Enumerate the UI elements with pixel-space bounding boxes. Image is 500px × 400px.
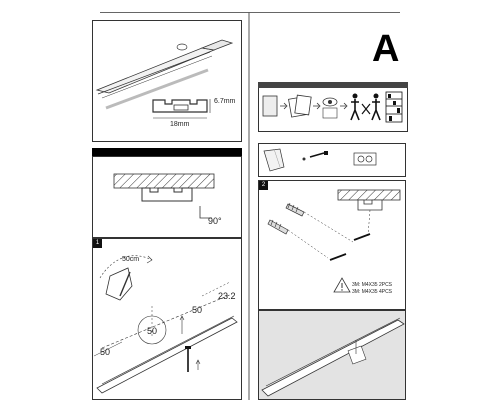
profile-cross-section xyxy=(152,99,211,119)
mounting-header-bar xyxy=(92,148,242,156)
top-border xyxy=(100,12,400,13)
dim-50-left-label: 50 xyxy=(100,347,111,357)
ceiling-cross-section xyxy=(113,173,215,219)
step1-illustration xyxy=(93,255,238,394)
kit-panel xyxy=(258,143,406,177)
step2-illustration xyxy=(267,189,401,293)
angle-label: 90° xyxy=(208,216,222,226)
step2-panel xyxy=(258,180,406,310)
section-letter: A xyxy=(372,28,400,70)
step2-badge: 2 xyxy=(259,181,268,190)
dim-top-label: 23.2 xyxy=(218,291,236,301)
profile-panel xyxy=(92,20,242,142)
step1-badge: 1 xyxy=(93,239,102,248)
spacing-label: 50cm xyxy=(122,256,140,263)
ceiling-section-panel xyxy=(92,156,242,238)
dim-50-right-label: 50 xyxy=(192,305,203,315)
instructions-strip-topbar xyxy=(258,82,408,88)
profile-width-label: 18mm xyxy=(170,121,190,128)
dim-50-circle-label: 50 xyxy=(147,326,158,336)
profile-illustration xyxy=(95,39,234,110)
screw-spec-line-1: 3M: M4X35 2PCS xyxy=(352,282,393,288)
install-result-illustration xyxy=(261,317,405,397)
center-divider xyxy=(248,12,250,400)
instructions-pictograms xyxy=(262,91,403,123)
kit-illustration xyxy=(263,148,377,172)
profile-height-label: 6.7mm xyxy=(214,98,236,105)
screw-spec-line-2: 3M: M4X35 4PCS xyxy=(352,289,393,295)
